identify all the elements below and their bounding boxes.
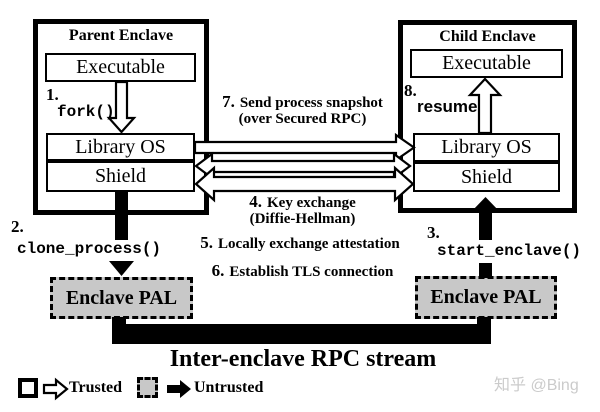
child-enclave-pal-box: Enclave PAL [415,276,557,319]
child-executable-box: Executable [410,49,563,78]
legend-trusted-arrow-icon [42,377,69,401]
legend-trusted-label: Trusted [69,379,123,396]
rpc-stream-bar [112,317,491,344]
start-enclave-shaft [479,211,492,240]
parent-library-os-label: Library OS [75,135,166,158]
child-executable-label: Executable [442,52,531,74]
child-library-os-box: Library OS [413,133,560,162]
step-6-text: Establish TLS connection [229,264,394,280]
parent-shield-box: Shield [46,161,195,192]
step-7-subtext: (over Secured RPC) [238,111,367,127]
parent-shield-label: Shield [94,165,147,187]
step-3-number: 3. [427,223,440,242]
step-3-start-enclave-label: start_enclave() [437,242,582,260]
child-enclave-title: Child Enclave [439,28,536,45]
step-4-text: Key exchange [267,195,356,211]
step-2-clone-process-label: clone_process() [17,240,162,258]
parent-enclave-pal-box: Enclave PAL [50,277,193,319]
parent-executable-box: Executable [45,53,196,82]
step-7-text: Send process snapshot [239,95,383,111]
step-5-text: Locally exchange attestation [218,236,400,252]
step-5-label: 5.Locally exchange attestation [185,233,415,252]
step-2-number: 2. [11,217,24,236]
step-4-subtext: (Diffie-Hellman) [249,211,356,227]
parent-executable-label: Executable [76,56,165,78]
child-shield-label: Shield [460,165,513,188]
step-1-number: 1. [46,85,59,104]
child-library-os-label: Library OS [441,136,532,158]
rpc-stream-caption: Inter-enclave RPC stream [169,346,437,372]
legend-trusted-box-icon [18,378,38,398]
step-8-number: 8. [404,81,417,100]
step-7-number: 7. [222,92,235,111]
legend-untrusted-arrow-icon [167,380,191,398]
step-1-fork-label: fork() [57,103,115,121]
step-6-label: 6.Establish TLS connection [195,261,410,280]
legend-untrusted-label: Untrusted [194,379,264,396]
step-7-label: 7.Send process snapshot (over Secured RP… [205,92,400,127]
step-5-number: 5. [200,233,214,252]
snapshot-right-arrow-icon [193,132,416,163]
child-enclave-pal-label: Enclave PAL [430,286,542,308]
child-enclave-box: Child Enclave Executable Library OS Shie… [398,20,577,213]
key-exchange-double-arrow-icon [194,151,412,181]
parent-enclave-title: Parent Enclave [68,27,174,44]
step-4-number: 4. [249,192,262,211]
step-6-number: 6. [211,261,225,280]
parent-library-os-box: Library OS [46,133,195,161]
clone-process-down-arrowhead-icon [109,261,134,276]
step-4-label: 4. Key exchange (Diffie-Hellman) [225,192,380,227]
step-8-resume-label: resume [417,97,478,116]
child-shield-box: Shield [413,162,560,192]
parent-enclave-pal-label: Enclave PAL [65,286,178,309]
watermark: 知乎 @Bing [494,377,579,394]
parent-enclave-box: Parent Enclave Executable Library OS Shi… [33,19,209,215]
legend-untrusted-box-icon [137,377,158,398]
